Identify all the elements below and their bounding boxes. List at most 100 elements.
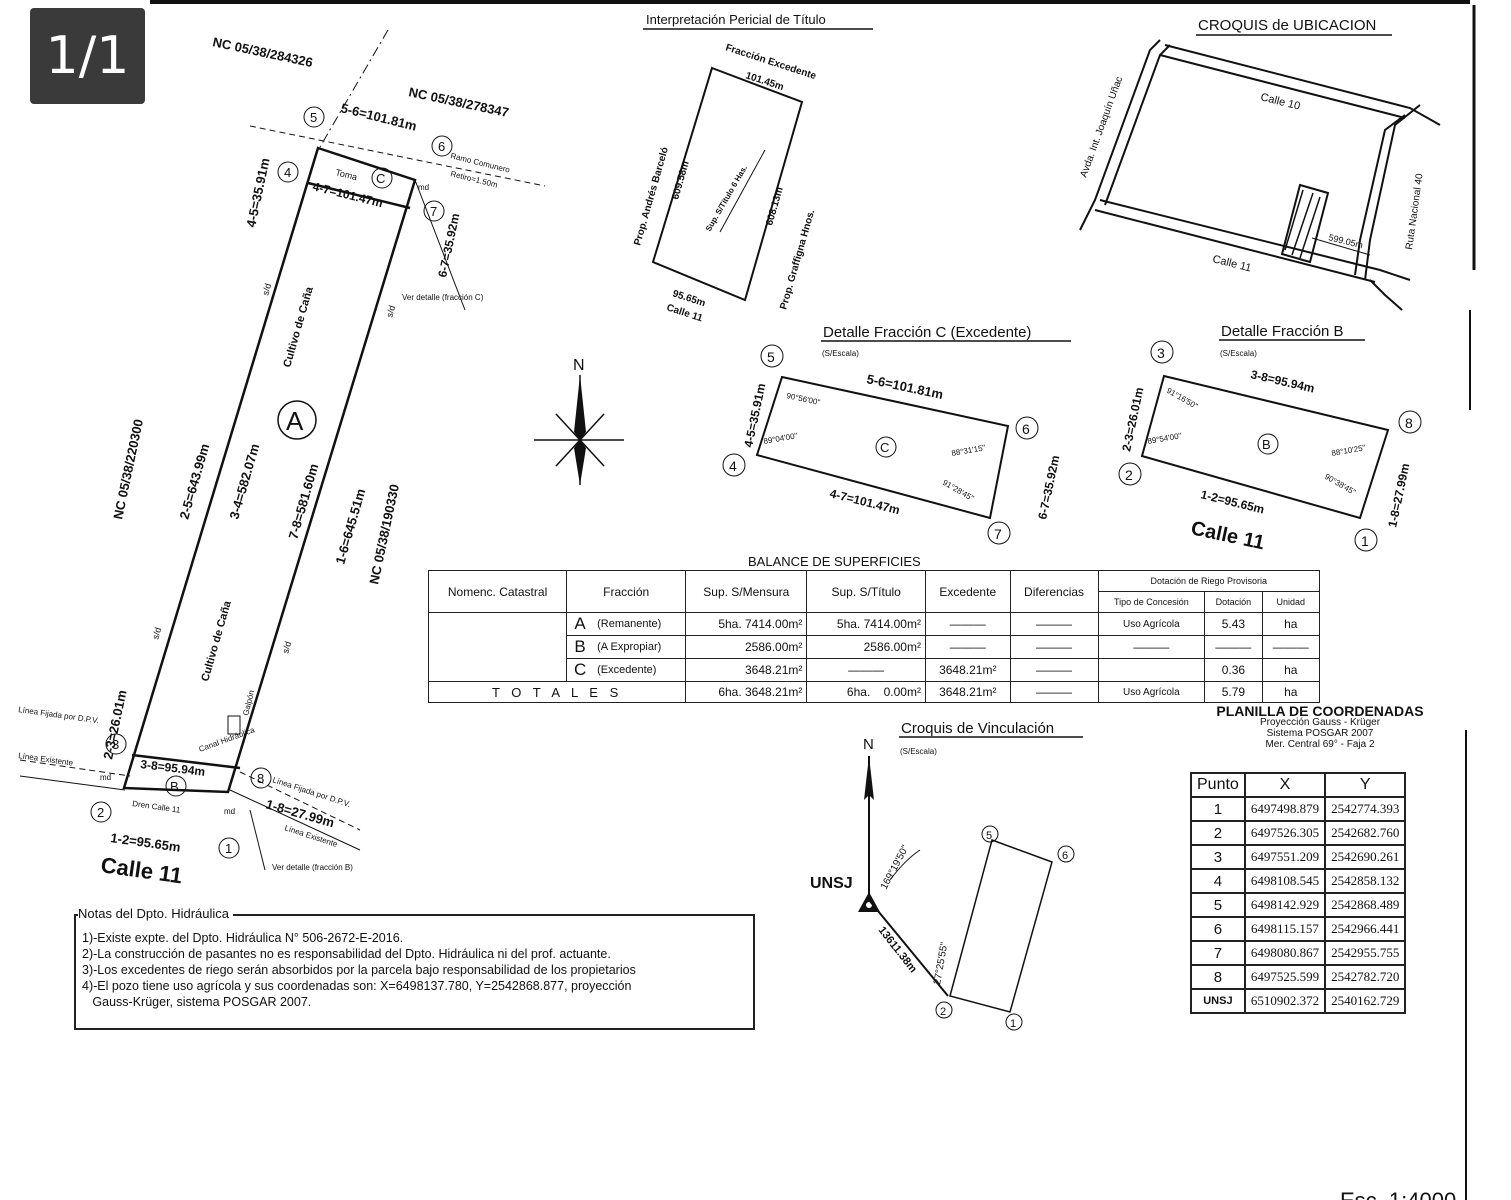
svg-text:6: 6 <box>1062 850 1068 862</box>
page-indicator: 1/1 <box>30 8 145 104</box>
linea-fijada-left: Línea Fijada por D.P.V. <box>18 705 100 725</box>
svg-text:5: 5 <box>310 110 317 125</box>
col-nomenc: Nomenc. Catastral <box>427 570 568 613</box>
fraction-c-label: C <box>376 171 385 186</box>
balance-title: BALANCE DE SUPERFICIES <box>748 554 921 569</box>
svg-text:2: 2 <box>940 1006 946 1018</box>
svg-text:5: 5 <box>986 830 992 842</box>
svg-text:90°38'45": 90°38'45" <box>1323 472 1357 497</box>
note-item: 4)-El pozo tiene uso agrícola y sus coor… <box>82 979 632 993</box>
fraction-a-label: A <box>286 406 304 436</box>
street-label-main: Calle 11 <box>99 852 184 888</box>
svg-text:89°54'00": 89°54'00" <box>1147 431 1182 446</box>
dim-1-2: 1-2=95.65m <box>110 830 182 855</box>
dim-6-7: 6-7=35.92m <box>435 212 462 279</box>
svg-text:Calle 11: Calle 11 <box>1189 517 1266 554</box>
unsj-label: UNSJ <box>810 875 853 892</box>
detail-c-title: Detalle Fracción C (Excedente) <box>823 324 1031 341</box>
svg-text:1-8=27.99m: 1-8=27.99m <box>1385 462 1412 529</box>
dim-4-7: 4-7=101.47m <box>311 179 384 210</box>
location-sketch: CROQUIS de UBICACION Calle 10 Calle 11 A… <box>1078 17 1441 311</box>
vinculacion-sketch: Croquis de Vinculación (S/Escala) N UNSJ… <box>810 720 1083 1031</box>
svg-text:Prop. Andrés Barceló: Prop. Andrés Barceló <box>632 146 671 247</box>
vinculacion-title: Croquis de Vinculación <box>901 720 1054 737</box>
svg-text:90°56'00": 90°56'00" <box>786 391 822 407</box>
svg-text:Ruta Nacional 40: Ruta Nacional 40 <box>1404 172 1426 250</box>
svg-text:4: 4 <box>284 165 291 180</box>
svg-text:3-8=95.94m: 3-8=95.94m <box>1249 367 1316 395</box>
ver-detalle-b: Ver detalle (fracción B) <box>272 863 353 872</box>
main-plan-labels: NC 05/38/284326 NC 05/38/278347 NC 05/38… <box>18 34 512 888</box>
dim-5-6: 5-6=101.81m <box>339 100 418 133</box>
dim-1-8: 1-8=27.99m <box>264 796 336 830</box>
svg-text:7: 7 <box>994 526 1002 542</box>
notes-title: Notas del Dpto. Hidráulica <box>78 906 234 921</box>
svg-text:91°28'45": 91°28'45" <box>941 478 975 503</box>
svg-text:6: 6 <box>438 139 445 154</box>
main-point-markers: 1 2 3 4 5 6 7 8 <box>90 106 453 859</box>
svg-text:88°10'25": 88°10'25" <box>1331 443 1366 458</box>
col-excedente: Excedente <box>924 570 1011 613</box>
canal-label: Canal Hidráulica <box>198 725 257 754</box>
retiro-label: Retiro=1.50m <box>450 169 499 189</box>
svg-text:Fracción Excedente: Fracción Excedente <box>724 42 818 82</box>
detail-b: Detalle Fracción B (S/Escala) 3 2 8 1 3-… <box>1118 323 1422 554</box>
svg-text:(S/Escala): (S/Escala) <box>822 349 859 358</box>
dim-1-6: 1-6=645.51m <box>332 487 368 566</box>
dim-4-5: 4-5=35.91m <box>243 157 272 229</box>
svg-text:md: md <box>418 183 429 192</box>
notes-box: 1)-Existe expte. del Dpto. Hidráulica N°… <box>74 914 755 1030</box>
svg-text:88°31'15": 88°31'15" <box>951 443 986 458</box>
title-sketch-heading: Interpretación Pericial de Título <box>646 12 826 27</box>
title-sketch: Interpretación Pericial de Título Fracci… <box>632 12 873 324</box>
svg-text:(S/Escala): (S/Escala) <box>900 747 937 756</box>
crop-label-1: Cultivo de Caña <box>281 285 316 369</box>
dim-3-8: 3-8=95.94m <box>140 757 206 779</box>
col-fraccion: Fracción <box>566 570 687 613</box>
svg-text:6-7=35.92m: 6-7=35.92m <box>1035 454 1062 521</box>
svg-text:8: 8 <box>257 771 264 786</box>
nc-label-top-left: NC 05/38/284326 <box>211 34 314 70</box>
crop-label-2: Cultivo de Caña <box>199 599 234 683</box>
svg-text:89°04'00": 89°04'00" <box>763 431 798 446</box>
svg-text:s/d: s/d <box>260 282 273 296</box>
col-diferencias: Diferencias <box>1009 570 1099 613</box>
col-mensura: Sup. S/Mensura <box>685 570 808 613</box>
dim-2-5: 2-5=643.99m <box>176 442 212 521</box>
svg-text:md: md <box>224 807 235 816</box>
location-sketch-heading: CROQUIS de UBICACION <box>1198 17 1376 34</box>
svg-text:s/d: s/d <box>280 640 293 654</box>
fraction-b-label: B <box>170 779 179 794</box>
svg-text:1: 1 <box>1361 533 1369 549</box>
svg-text:1-2=95.65m: 1-2=95.65m <box>1199 487 1266 516</box>
svg-text:27°25'55": 27°25'55" <box>932 941 950 986</box>
toma-label: Toma <box>335 167 359 182</box>
svg-text:8: 8 <box>1405 415 1413 431</box>
detail-b-title: Detalle Fracción B <box>1221 323 1344 340</box>
detail-c: Detalle Fracción C (Excedente) (S/Escala… <box>722 324 1071 545</box>
svg-text:13611.38m: 13611.38m <box>876 924 919 975</box>
svg-text:2: 2 <box>1125 467 1133 483</box>
svg-text:169°19'50": 169°19'50" <box>879 843 912 891</box>
svg-text:2-3=26.01m: 2-3=26.01m <box>1119 386 1146 453</box>
nc-label-right: NC 05/38/190330 <box>366 483 402 586</box>
svg-text:1: 1 <box>1010 1018 1016 1030</box>
svg-text:3: 3 <box>1157 345 1165 361</box>
svg-text:Sup. S/Título 6 Has.: Sup. S/Título 6 Has. <box>704 164 749 233</box>
svg-text:Calle 11: Calle 11 <box>1211 253 1252 274</box>
svg-text:2: 2 <box>97 805 104 820</box>
svg-text:md: md <box>100 773 111 782</box>
svg-text:N: N <box>863 736 874 753</box>
table-row: B (A Expropiar) 2586.00m² 2586.00m² ——— … <box>429 635 1321 659</box>
svg-text:5: 5 <box>767 349 775 365</box>
svg-text:Prop. Graffigna Hnos.: Prop. Graffigna Hnos. <box>778 208 817 311</box>
dren-label: Dren Calle 11 <box>132 799 182 815</box>
